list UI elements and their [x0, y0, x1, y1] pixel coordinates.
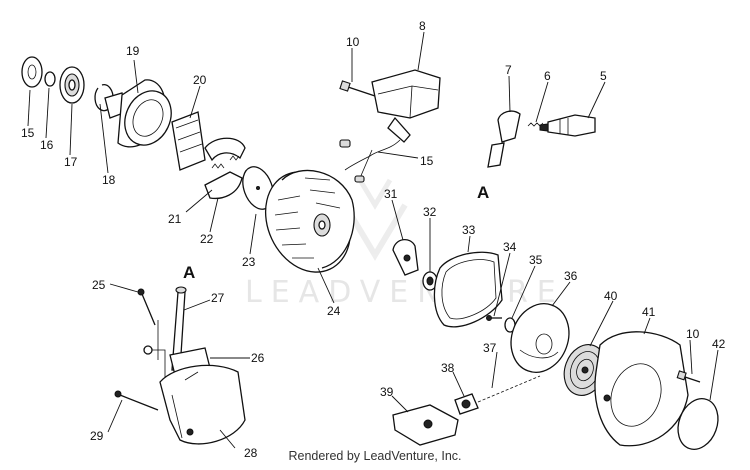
- part-39-handle: [392, 404, 459, 446]
- part-21-clutch-shoe-upper: [204, 137, 246, 169]
- part-38-rope-guide: [454, 393, 479, 415]
- watermark-text: LEADVENTURE: [245, 275, 565, 310]
- part-17-bearing: [59, 66, 85, 104]
- footer-credit: Rendered by LeadVenture, Inc.: [288, 449, 462, 463]
- leader-lines: [27, 31, 719, 449]
- callout-18: 18: [102, 173, 116, 187]
- callout-33: 33: [462, 223, 476, 237]
- callout-8: 8: [419, 19, 426, 33]
- callout-17: 17: [64, 155, 78, 169]
- callout-24: 24: [327, 304, 341, 318]
- callout-41: 41: [642, 305, 656, 319]
- callout-21: 21: [168, 212, 182, 226]
- part-29-screw: [114, 390, 159, 411]
- watermark-logo-mark: [342, 178, 408, 261]
- callout-35: 35: [529, 253, 543, 267]
- callout-31: 31: [384, 187, 398, 201]
- callout-34: 34: [503, 240, 517, 254]
- callout-27: 27: [211, 291, 225, 305]
- callout-40: 40: [604, 289, 618, 303]
- callout-38: 38: [441, 361, 455, 375]
- callout-16: 16: [40, 138, 54, 152]
- part-23-disc: [242, 166, 274, 210]
- part-41-starter-housing: [594, 331, 689, 447]
- part-31-pawl: [392, 239, 419, 276]
- part-22-clutch-shoe-lower: [204, 171, 243, 200]
- part-9-screw-top: [339, 80, 376, 97]
- connector-a-bottom: A: [183, 263, 195, 282]
- callout-19: 19: [126, 44, 140, 58]
- part-36-pulley: [510, 303, 570, 373]
- callout-37: 37: [483, 341, 497, 355]
- part-16-ring: [44, 71, 56, 87]
- callout-22: 22: [200, 232, 214, 246]
- watermark: LEADVENTURE: [245, 178, 565, 310]
- callout-36: 36: [564, 269, 578, 283]
- part-20-clutch-plate: [171, 111, 206, 171]
- part-5-spark-plug: [539, 114, 596, 137]
- part-34-screw: [486, 315, 502, 321]
- part-7-plug-boot: [487, 110, 521, 168]
- callout-5: 5: [600, 69, 607, 83]
- part-28-tank: [159, 364, 246, 445]
- part-25-screw: [137, 288, 156, 326]
- callout-9-top: 10: [346, 35, 360, 49]
- callout-29: 29: [90, 429, 104, 443]
- callout-26: 26: [251, 351, 265, 365]
- callout-9-right: 10: [686, 327, 700, 341]
- part-24-flywheel: [264, 169, 355, 273]
- part-9-screw-right: [676, 370, 701, 383]
- callout-42: 42: [712, 337, 726, 351]
- part-42-cover: [677, 398, 719, 450]
- part-8-ignition-module: [371, 69, 441, 143]
- callout-15: 15: [21, 126, 35, 140]
- part-10-ignition-wire: [339, 139, 401, 183]
- callout-39: 39: [380, 385, 394, 399]
- callout-28: 28: [244, 446, 258, 460]
- callout-6: 6: [544, 69, 551, 83]
- part-19-clutch-drum: [104, 79, 172, 148]
- part-33-gasket: [433, 251, 503, 328]
- callout-32: 32: [423, 205, 437, 219]
- callout-7: 7: [505, 63, 512, 77]
- part-15-washer: [21, 56, 43, 88]
- callout-labels: 15 16 17 18 19 20 21 22 23 24 10 8 15 7 …: [21, 19, 726, 460]
- part-37-rope: [477, 375, 541, 403]
- callout-25: 25: [92, 278, 106, 292]
- callout-20: 20: [193, 73, 207, 87]
- callout-10: 15: [420, 154, 434, 168]
- callout-23: 23: [242, 255, 256, 269]
- connector-a-top: A: [477, 183, 489, 202]
